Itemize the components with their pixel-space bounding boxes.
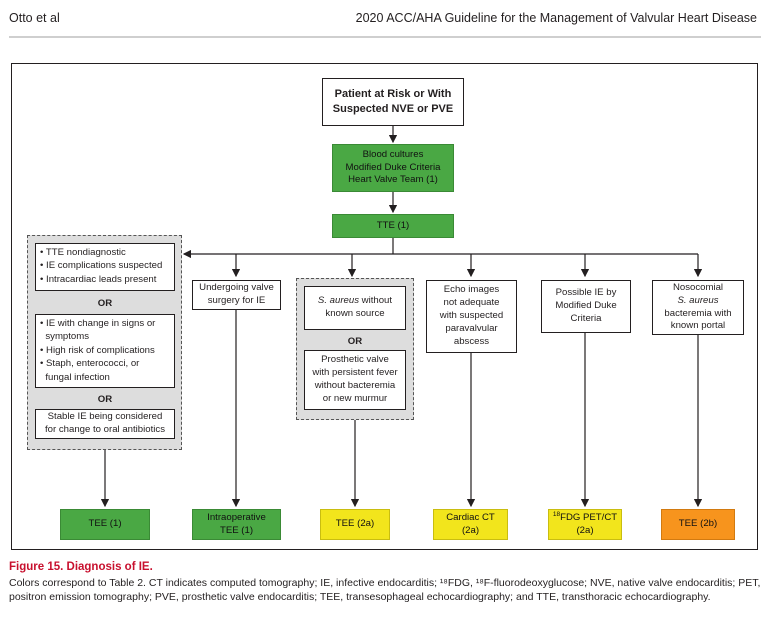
outcome-label: TEE (1) xyxy=(88,518,122,530)
criteria-line: Echo images xyxy=(443,284,500,296)
criteria-line: S. aureus xyxy=(677,295,718,308)
col1-criteria-3: Stable IE being considered for change to… xyxy=(35,409,175,439)
criteria-line: Prosthetic valve xyxy=(321,354,389,366)
outcome-label: TEE (2b) xyxy=(678,518,718,530)
criteria-line: without bacteremia xyxy=(314,380,396,391)
col1-criteria-1: • TTE nondiagnostic • IE complications s… xyxy=(35,243,175,291)
criteria-item: fungal infection xyxy=(45,371,110,383)
criteria-item: • Intracardiac leads present xyxy=(40,273,157,285)
organism-name: S. aureus xyxy=(677,294,719,306)
outcome-label: (2a) xyxy=(461,524,480,536)
criteria-line: not adequate xyxy=(443,297,500,309)
figure-title: Figure 15. Diagnosis of IE. xyxy=(9,561,153,573)
outcome-label: 18FDG PET/CT xyxy=(552,510,618,524)
criteria-line: Modified Duke xyxy=(555,300,617,312)
figure-frame xyxy=(11,63,758,550)
or-label: OR xyxy=(97,394,113,405)
outcome-label: TEE (1) xyxy=(219,524,254,536)
s-aureus-node: S. aureus without known source xyxy=(304,286,406,330)
criteria-item: • IE complications suspected xyxy=(40,260,163,272)
criteria-line: Stable IE being considered xyxy=(47,411,163,423)
criteria-line: Criteria xyxy=(570,312,602,324)
criteria-line: Undergoing valve xyxy=(199,282,274,294)
criteria-line: S. aureus without xyxy=(318,295,392,308)
figure-caption: Colors correspond to Table 2. CT indicat… xyxy=(9,577,761,604)
nosocomial-node: Nosocomial S. aureus bacteremia with kno… xyxy=(652,280,744,335)
start-node: Patient at Risk or With Suspected NVE or… xyxy=(322,78,464,126)
organism-name: S. aureus xyxy=(317,295,359,307)
criteria-line-rest: without xyxy=(359,295,393,307)
tte-label: TTE (1) xyxy=(376,219,410,231)
criteria-line: Possible IE by xyxy=(555,287,617,299)
blood-cultures-node: Blood cultures Modified Duke Criteria He… xyxy=(332,144,454,192)
outcome-fdg-pet-ct: 18FDG PET/CT (2a) xyxy=(548,509,622,540)
criteria-item: • High risk of complications xyxy=(40,344,155,356)
criteria-line: abscess xyxy=(453,335,490,347)
echo-images-node: Echo images not adequate with suspected … xyxy=(426,280,517,353)
outcome-tee-2a: TEE (2a) xyxy=(320,509,390,540)
blood-cultures-line: Blood cultures xyxy=(362,148,424,160)
criteria-line: known source xyxy=(325,308,385,319)
criteria-line: with persistent fever xyxy=(312,367,398,379)
criteria-line: for change to oral antibiotics xyxy=(45,424,165,435)
criteria-line: or new murmur xyxy=(322,392,388,404)
criteria-item: • IE with change in signs or xyxy=(40,318,156,329)
criteria-line: bacteremia with xyxy=(664,307,732,319)
criteria-line: paravalvular xyxy=(445,322,498,334)
outcome-label: (2a) xyxy=(576,525,594,537)
superscript-18: 18 xyxy=(552,510,561,518)
criteria-line: surgery for IE xyxy=(207,295,266,306)
outcome-label: Cardiac CT xyxy=(446,511,495,523)
or-label: OR xyxy=(97,298,113,309)
outcome-cardiac-ct: Cardiac CT (2a) xyxy=(433,509,508,540)
possible-ie-node: Possible IE by Modified Duke Criteria xyxy=(541,280,631,333)
tte-node: TTE (1) xyxy=(332,214,454,238)
header-rule xyxy=(9,36,761,38)
start-node-label: Patient at Risk or With Suspected NVE or… xyxy=(332,88,454,115)
outcome-label: Intraoperative xyxy=(207,511,266,523)
criteria-line: with suspected xyxy=(439,310,504,322)
col1-criteria-2: • IE with change in signs or symptoms • … xyxy=(35,314,175,388)
criteria-line: known portal xyxy=(670,320,726,332)
criteria-item: symptoms xyxy=(45,331,90,343)
criteria-line: Nosocomial xyxy=(672,281,724,293)
outcome-intraop-tee: Intraoperative TEE (1) xyxy=(192,509,281,540)
prosthetic-valve-node: Prosthetic valve with persistent fever w… xyxy=(304,350,406,410)
or-label: OR xyxy=(347,336,363,347)
criteria-item: • Staph, enterococci, or xyxy=(40,358,140,370)
outcome-label: TEE (2a) xyxy=(335,518,375,530)
running-header-title: 2020 ACC/AHA Guideline for the Managemen… xyxy=(355,11,757,25)
outcome-tee-1: TEE (1) xyxy=(60,509,150,540)
valve-surgery-node: Undergoing valve surgery for IE xyxy=(192,280,281,310)
heart-valve-team-line: Heart Valve Team (1) xyxy=(348,174,438,186)
duke-criteria-line: Modified Duke Criteria xyxy=(345,161,441,173)
outcome-tee-2b: TEE (2b) xyxy=(661,509,735,540)
running-header-author: Otto et al xyxy=(9,11,60,25)
criteria-item: • TTE nondiagnostic xyxy=(40,247,126,258)
